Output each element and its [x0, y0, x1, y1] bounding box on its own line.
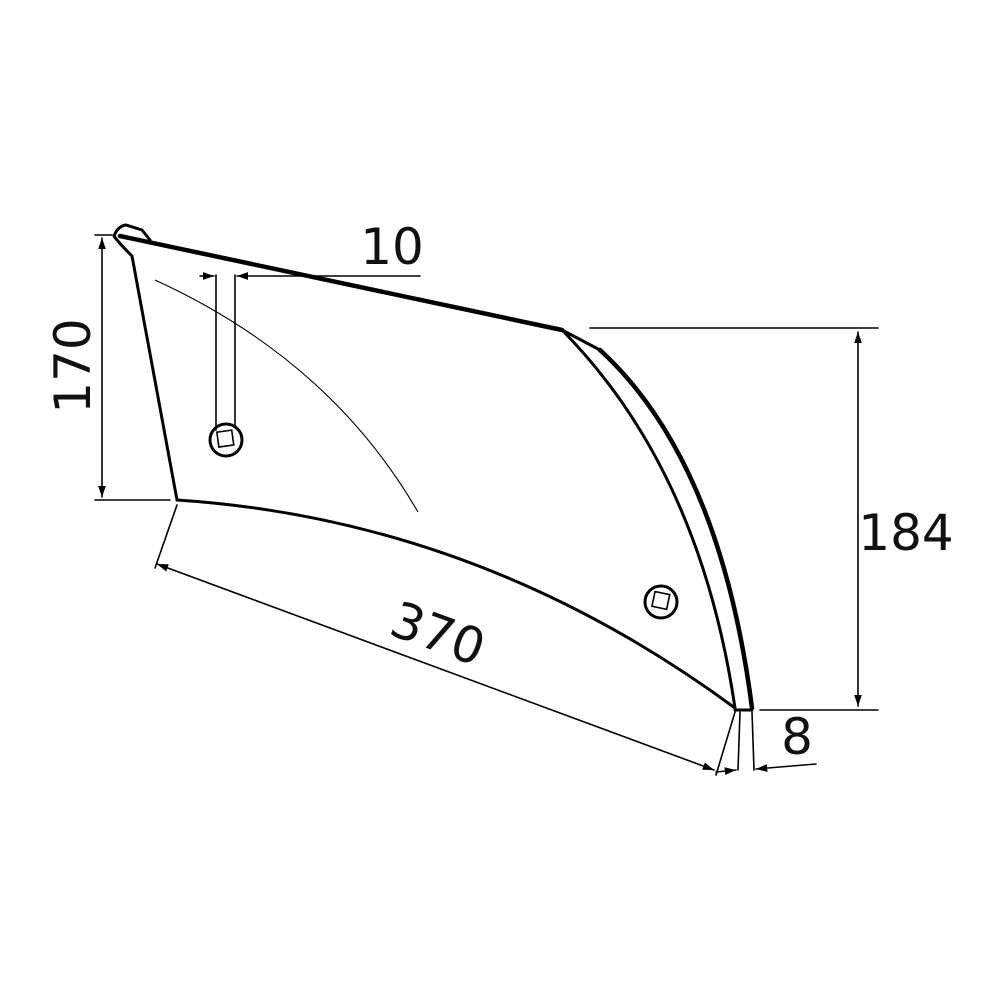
bolt-hole-lower: [643, 584, 679, 620]
dim-left-height: 170: [44, 234, 171, 501]
dim-bottom-length: 370: [154, 504, 736, 776]
dim-right-height: 184: [589, 327, 954, 711]
surface-curve-line: [154, 279, 419, 513]
part-outline: [112, 223, 755, 712]
bottom-edge: [175, 498, 737, 710]
dim-label-left-height: 170: [44, 318, 102, 413]
slot-dimension: 10: [199, 218, 424, 431]
dim-tip-thickness: 8: [715, 708, 817, 776]
top-right-corner: [560, 328, 602, 352]
dim-label-tip-thickness: 8: [781, 708, 813, 766]
bolt-hole-upper: [208, 422, 244, 458]
top-cutting-edge: [117, 233, 565, 333]
shin-outer-edge: [597, 347, 755, 711]
dim-label-right-height: 184: [858, 504, 953, 562]
dim-label-bottom-length: 370: [383, 590, 493, 677]
shin-inner-edge: [560, 328, 737, 710]
dim-label-slot: 10: [360, 218, 424, 276]
left-edge: [112, 223, 179, 502]
